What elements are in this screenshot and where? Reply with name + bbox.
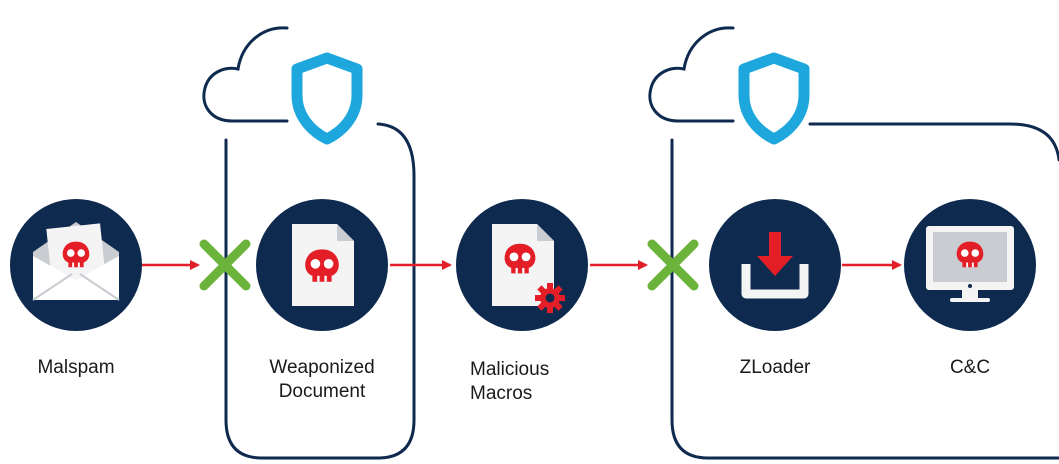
node-label-cc: C&C (910, 356, 1030, 380)
node-label-malicious-macros: Malicious Macros (470, 358, 570, 406)
node-label-line: Weaponized (269, 357, 375, 378)
document-skull-gear-icon (492, 224, 565, 313)
cloud-group-2-top (808, 122, 1059, 162)
cloud-icon (202, 26, 289, 123)
node-label-line: Malicious (470, 359, 550, 380)
green-x-icon (647, 239, 699, 291)
green-x-icon (199, 239, 251, 291)
cloud-icon (648, 26, 735, 123)
monitor-skull-icon (926, 226, 1014, 302)
download-tray-icon (741, 232, 809, 299)
weaponized-document-node (256, 199, 388, 331)
node-label-malspam: Malspam (16, 356, 136, 380)
envelope-skull-icon (32, 222, 120, 301)
cloud-group-1 (202, 26, 416, 460)
node-label-line: Malspam (37, 357, 115, 378)
document-skull-icon (292, 224, 354, 306)
malspam-node (10, 199, 142, 331)
cc-node (904, 199, 1036, 331)
node-label-weaponized-document: Weaponized Document (257, 356, 387, 404)
node-label-line: ZLoader (739, 357, 811, 378)
shield-icon (738, 52, 810, 145)
cloud-group-2 (648, 26, 1059, 460)
shield-icon (291, 52, 363, 145)
node-label-line: C&C (949, 357, 991, 378)
cloud-group-1-outline (224, 122, 416, 460)
gear-icon (535, 283, 565, 313)
cloud-group-2-outline (670, 138, 1059, 460)
node-label-line: Document (278, 381, 366, 402)
malicious-macros-node (456, 199, 588, 331)
zloader-node (709, 199, 841, 331)
node-label-line: Macros (470, 383, 533, 404)
node-label-zloader: ZLoader (715, 356, 835, 380)
